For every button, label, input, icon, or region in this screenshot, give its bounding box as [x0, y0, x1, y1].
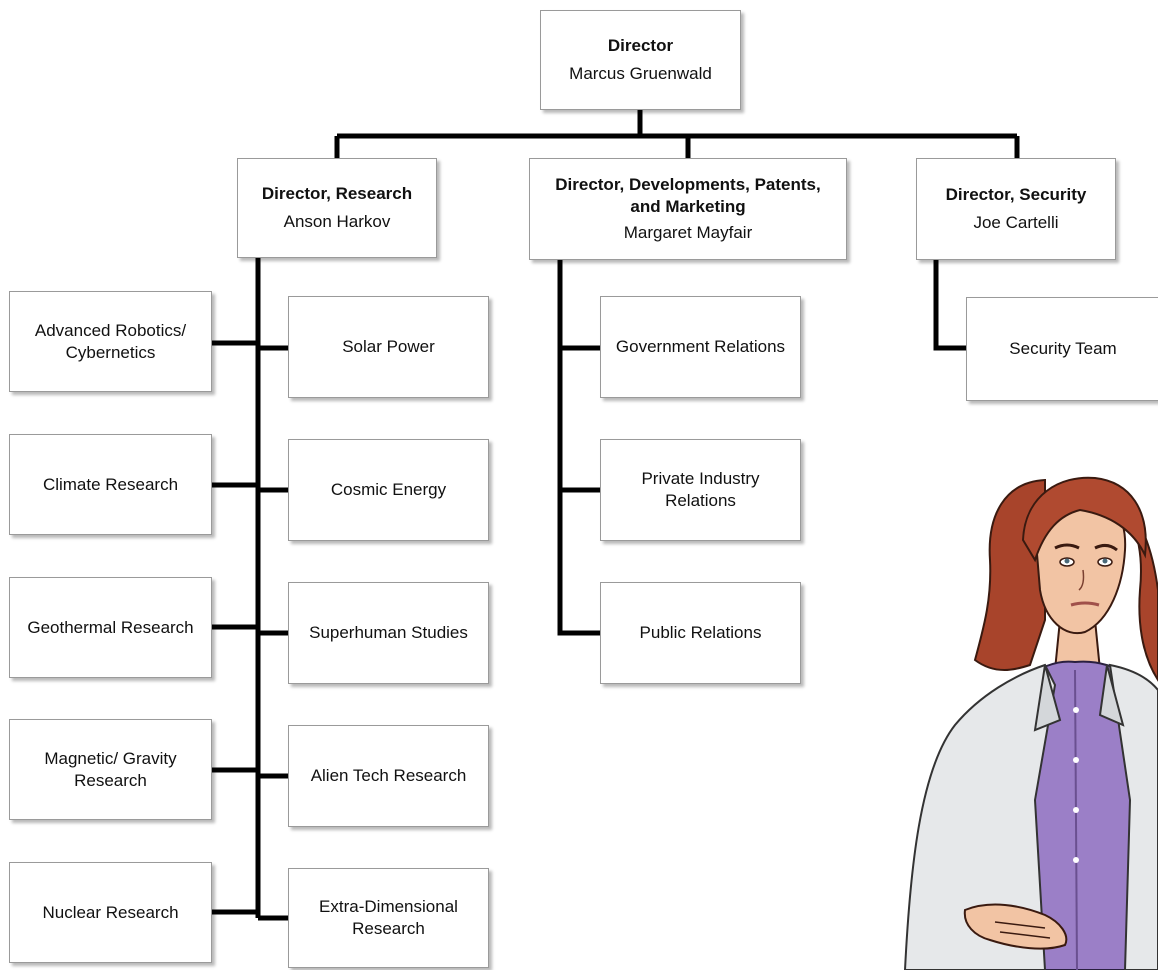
research-unit-box: Advanced Robotics/ Cybernetics [9, 291, 212, 392]
security-director-box: Director, Security Joe Cartelli [916, 158, 1116, 260]
research-unit-label: Extra-Dimensional Research [319, 897, 458, 938]
director-box: Director Marcus Gruenwald [540, 10, 741, 110]
developments-director-box: Director, Developments, Patents, and Mar… [529, 158, 847, 260]
research-unit-box: Magnetic/ Gravity Research [9, 719, 212, 820]
research-unit-label: Nuclear Research [42, 902, 179, 922]
developments-director-title: Director, Developments, Patents, and Mar… [555, 175, 821, 216]
connector-developments-spine [557, 260, 600, 636]
research-director-box: Director, Research Anson Harkov [237, 158, 437, 258]
developments-unit-box: Public Relations [600, 582, 801, 684]
research-unit-label: Magnetic/ Gravity Research [44, 748, 177, 790]
developments-unit-label: Private Industry Relations [641, 469, 760, 510]
research-unit-box: Nuclear Research [9, 862, 212, 963]
research-unit-box: Alien Tech Research [288, 725, 489, 827]
security-unit-box: Security Team [966, 297, 1158, 401]
research-unit-label: Solar Power [342, 337, 435, 356]
research-unit-box: Extra-Dimensional Research [288, 868, 489, 968]
research-unit-label: Climate Research [42, 474, 179, 494]
research-director-name: Anson Harkov [283, 212, 391, 231]
research-unit-label: Advanced Robotics/ Cybernetics [34, 320, 187, 362]
research-unit-label: Cosmic Energy [330, 480, 447, 499]
research-unit-label: Superhuman Studies [309, 623, 468, 642]
scientist-illustration [903, 476, 1158, 970]
director-name: Marcus Gruenwald [569, 64, 712, 83]
developments-unit-label: Government Relations [615, 337, 786, 356]
developments-director-name: Margaret Mayfair [623, 223, 753, 242]
research-unit-box: Superhuman Studies [288, 582, 489, 684]
research-unit-label: Geothermal Research [27, 617, 194, 637]
developments-unit-box: Government Relations [600, 296, 801, 398]
developments-unit-label: Public Relations [639, 623, 762, 642]
developments-unit-box: Private Industry Relations [600, 439, 801, 541]
research-unit-box: Solar Power [288, 296, 489, 398]
research-director-title: Director, Research [261, 184, 413, 203]
security-director-title: Director, Security [945, 185, 1087, 204]
connector-security [933, 260, 966, 351]
director-title: Director [607, 36, 674, 55]
research-unit-box: Geothermal Research [9, 577, 212, 678]
research-unit-box: Climate Research [9, 434, 212, 535]
research-unit-label: Alien Tech Research [310, 766, 467, 785]
research-unit-box: Cosmic Energy [288, 439, 489, 541]
security-director-name: Joe Cartelli [973, 213, 1059, 232]
security-unit-label: Security Team [1009, 339, 1117, 358]
